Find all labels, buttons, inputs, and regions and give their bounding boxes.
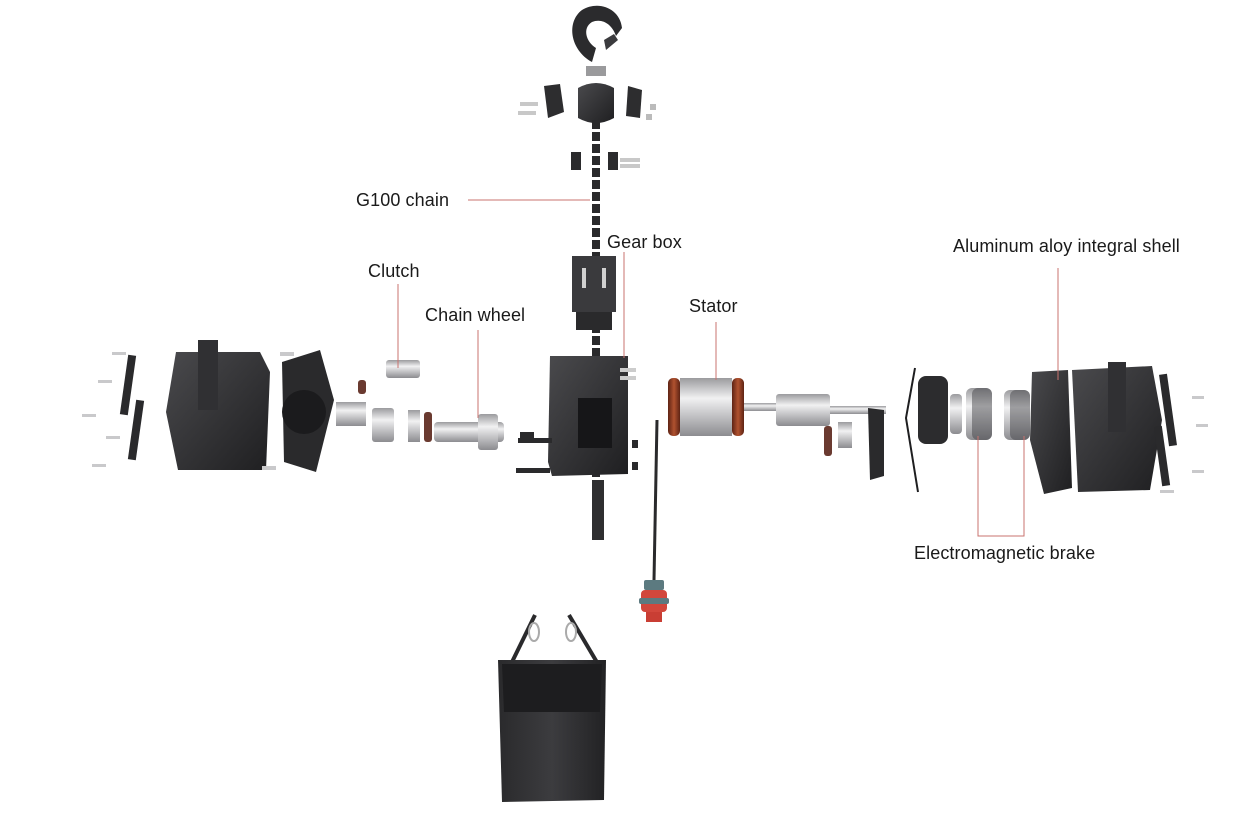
electromagnetic-brake [966,388,1030,440]
label-aluminum-shell: Aluminum aloy integral shell [953,236,1180,256]
label-chain-wheel: Chain wheel [425,305,526,325]
chain-guide [572,256,616,330]
label-electromagnetic-brake: Electromagnetic brake [914,543,1096,563]
leader-lines [397,199,1059,537]
left-screws [82,352,294,470]
clutch [386,360,420,378]
hook-block [578,83,614,123]
leader-brake [977,436,1025,537]
label-stator: Stator [689,296,738,316]
chain-bucket [498,613,606,802]
pendant-cable [639,419,669,622]
chain-wheel [434,414,534,450]
pinion-gears [336,402,432,442]
hook-assembly [518,5,656,170]
rotor-shaft [744,394,886,480]
hook-side-right [626,86,642,118]
gear-box [516,356,638,540]
hook-side-left [544,84,564,118]
right-screws [1160,396,1208,493]
label-gear-box: Gear box [607,232,682,252]
brake-plate [904,367,962,493]
stator [668,378,744,436]
label-clutch: Clutch [368,261,420,281]
label-g100-chain: G100 chain [356,190,450,210]
aluminum-shell [1030,362,1177,494]
hook [572,5,622,62]
left-end-cover [119,340,366,472]
